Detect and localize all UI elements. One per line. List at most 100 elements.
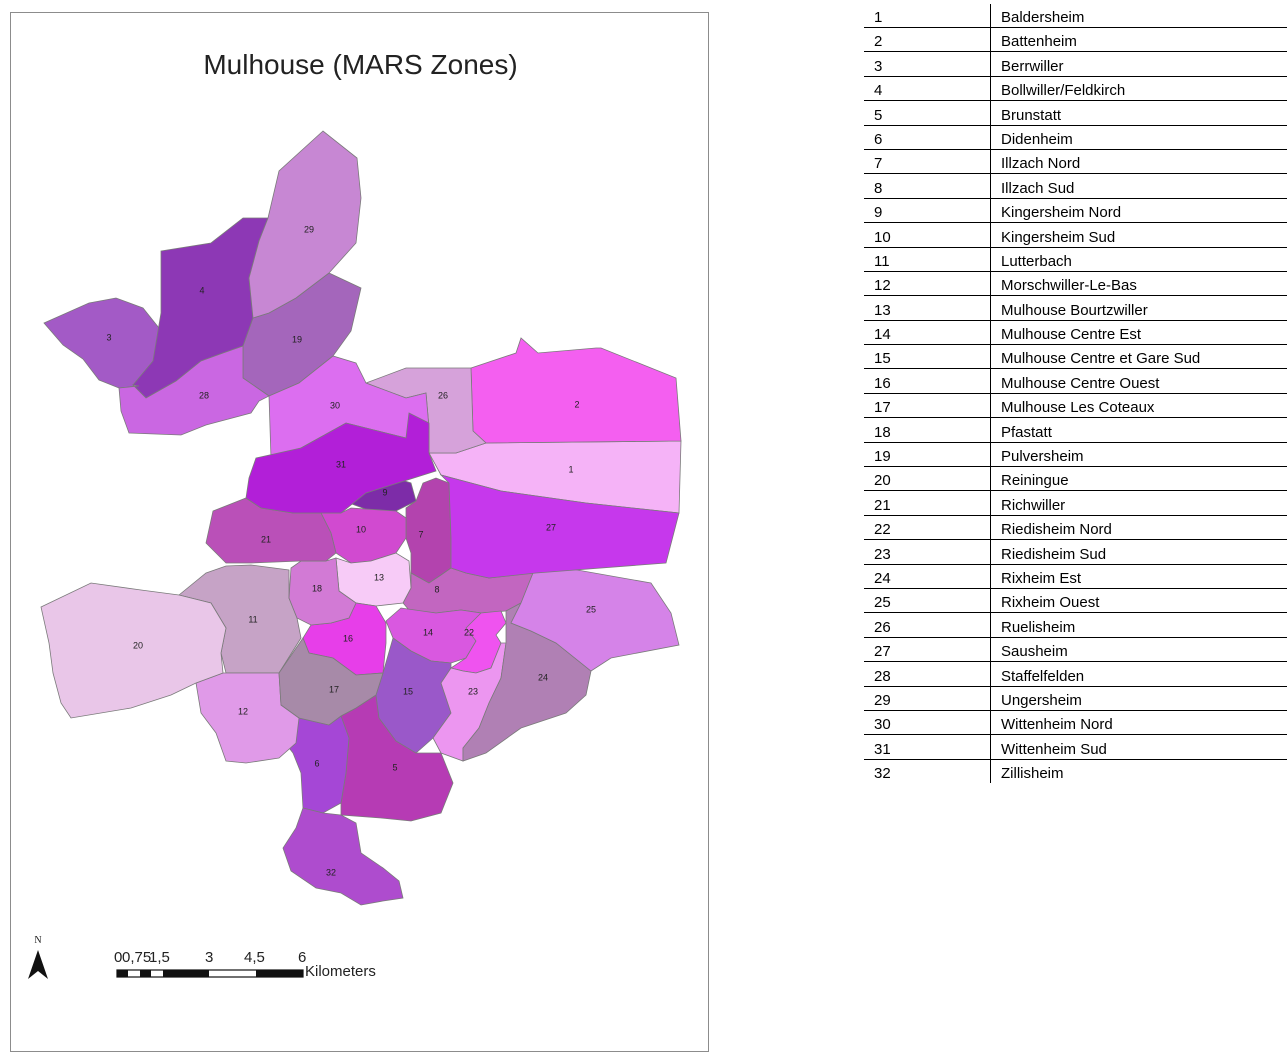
zone-label-22: 22 bbox=[464, 627, 474, 637]
zones-layer bbox=[41, 131, 681, 905]
legend-zone-number: 31 bbox=[864, 735, 991, 759]
legend-zone-name: Didenheim bbox=[991, 125, 1287, 149]
legend-zone-name: Kingersheim Sud bbox=[991, 223, 1287, 247]
legend-zone-number: 4 bbox=[864, 76, 991, 100]
legend-zone-number: 30 bbox=[864, 710, 991, 734]
zone-label-5: 5 bbox=[392, 762, 397, 772]
legend-zone-number: 12 bbox=[864, 271, 991, 295]
legend-zone-number: 9 bbox=[864, 198, 991, 222]
zone-label-28: 28 bbox=[199, 390, 209, 400]
legend-zone-number: 23 bbox=[864, 540, 991, 564]
legend-zone-name: Wittenheim Sud bbox=[991, 735, 1287, 759]
scale-tick-label: 3 bbox=[205, 949, 213, 966]
zone-label-25: 25 bbox=[586, 604, 596, 614]
legend-zone-number: 2 bbox=[864, 28, 991, 52]
legend-zone-number: 8 bbox=[864, 174, 991, 198]
legend-zone-number: 25 bbox=[864, 588, 991, 612]
legend-zone-number: 6 bbox=[864, 125, 991, 149]
zone-label-13: 13 bbox=[374, 572, 384, 582]
legend-zone-number: 7 bbox=[864, 149, 991, 173]
zone-2 bbox=[471, 338, 681, 443]
legend-zone-name: Riedisheim Nord bbox=[991, 515, 1287, 539]
legend-zone-name: Lutterbach bbox=[991, 247, 1287, 271]
scale-tick-label: 1,5 bbox=[149, 949, 170, 966]
legend-zone-name: Bollwiller/Feldkirch bbox=[991, 76, 1287, 100]
zone-label-8: 8 bbox=[434, 584, 439, 594]
legend-zone-number: 22 bbox=[864, 515, 991, 539]
legend-zone-name: Pfastatt bbox=[991, 418, 1287, 442]
legend-zone-number: 26 bbox=[864, 613, 991, 637]
zone-map: 1234567891011121314151617181920212223242… bbox=[11, 13, 710, 1048]
legend-zone-name: Mulhouse Centre Est bbox=[991, 320, 1287, 344]
zone-label-27: 27 bbox=[546, 522, 556, 532]
legend-zone-name: Pulversheim bbox=[991, 442, 1287, 466]
legend-zone-name: Reiningue bbox=[991, 467, 1287, 491]
legend-zone-name: Mulhouse Centre et Gare Sud bbox=[991, 345, 1287, 369]
legend-zone-number: 20 bbox=[864, 467, 991, 491]
legend-zone-number: 27 bbox=[864, 637, 991, 661]
legend-zone-name: Ungersheim bbox=[991, 686, 1287, 710]
scale-bar-segment bbox=[256, 970, 303, 977]
zone-label-1: 1 bbox=[568, 464, 573, 474]
zone-label-6: 6 bbox=[314, 758, 319, 768]
zone-label-17: 17 bbox=[329, 684, 339, 694]
legend-zone-name: Illzach Nord bbox=[991, 149, 1287, 173]
north-arrow-label: N bbox=[34, 935, 41, 946]
legend-zone-number: 17 bbox=[864, 393, 991, 417]
legend-zone-name: Mulhouse Les Coteaux bbox=[991, 393, 1287, 417]
legend-zone-name: Rixheim Ouest bbox=[991, 588, 1287, 612]
north-arrow: N bbox=[28, 935, 48, 979]
zone-label-31: 31 bbox=[336, 459, 346, 469]
zone-label-4: 4 bbox=[199, 285, 204, 295]
legend-zone-number: 3 bbox=[864, 52, 991, 76]
zone-label-26: 26 bbox=[438, 390, 448, 400]
zone-label-7: 7 bbox=[418, 529, 423, 539]
legend-zone-name: Richwiller bbox=[991, 491, 1287, 515]
zone-label-15: 15 bbox=[403, 686, 413, 696]
zone-label-3: 3 bbox=[106, 332, 111, 342]
legend-zone-number: 16 bbox=[864, 369, 991, 393]
scale-bar-segment bbox=[140, 970, 151, 977]
legend-zone-number: 32 bbox=[864, 759, 991, 783]
zone-label-12: 12 bbox=[238, 706, 248, 716]
legend-zone-name: Ruelisheim bbox=[991, 613, 1287, 637]
legend-zone-number: 28 bbox=[864, 662, 991, 686]
zone-label-23: 23 bbox=[468, 686, 478, 696]
legend-zone-number: 5 bbox=[864, 101, 991, 125]
legend-zone-name: Morschwiller-Le-Bas bbox=[991, 271, 1287, 295]
legend-zone-number: 29 bbox=[864, 686, 991, 710]
north-arrow-icon bbox=[28, 950, 48, 979]
legend-zone-number: 18 bbox=[864, 418, 991, 442]
zone-label-19: 19 bbox=[292, 334, 302, 344]
legend-zone-number: 19 bbox=[864, 442, 991, 466]
zone-label-21: 21 bbox=[261, 534, 271, 544]
zone-label-2: 2 bbox=[574, 399, 579, 409]
legend-zone-number: 10 bbox=[864, 223, 991, 247]
